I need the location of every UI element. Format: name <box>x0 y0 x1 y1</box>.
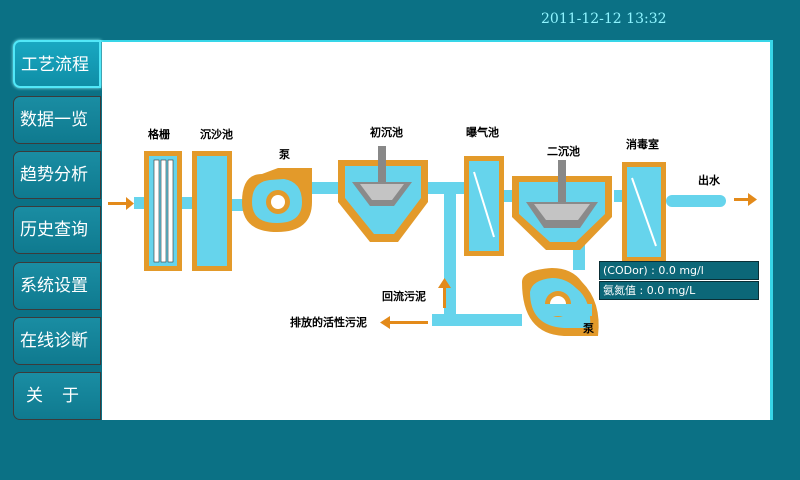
label-secondary-clarifier: 二沉池 <box>547 144 580 158</box>
label-grit-chamber: 沉沙池 <box>200 127 233 141</box>
ammonia-readout: 氨氮值 : 0.0 mg/L <box>599 281 759 300</box>
nav-trend-analysis[interactable]: 趋势分析 <box>13 151 101 199</box>
return-sludge-arrow <box>438 278 451 308</box>
label-return-sludge: 回流污泥 <box>382 289 426 303</box>
process-diagram: 格栅 沉沙池 泵 初沉池 曝气池 二沉池 消毒室 出水 回流污泥 排放的活性污泥… <box>108 125 757 336</box>
outlet-arrow <box>734 193 757 206</box>
sidebar-nav: 工艺流程 数据一览 趋势分析 历史查询 系统设置 在线诊断 关 于 <box>13 40 101 423</box>
label-aeration-tank: 曝气池 <box>466 125 499 139</box>
label-pump-1: 泵 <box>279 148 290 161</box>
pump-1 <box>242 168 312 232</box>
bar-screen <box>144 151 182 271</box>
pump-2 <box>522 268 599 336</box>
label-disinfection: 消毒室 <box>626 137 659 151</box>
primary-clarifier <box>338 146 428 242</box>
nav-about[interactable]: 关 于 <box>13 372 101 420</box>
label-outlet: 出水 <box>698 173 721 187</box>
disinfection-chamber <box>622 162 666 262</box>
aeration-tank <box>464 156 504 256</box>
nav-online-diagnosis[interactable]: 在线诊断 <box>13 317 101 365</box>
grit-chamber <box>192 151 232 271</box>
nav-data-overview[interactable]: 数据一览 <box>13 96 101 144</box>
nav-history-query[interactable]: 历史查询 <box>13 206 101 254</box>
header-divider <box>100 40 773 42</box>
label-discharged-sludge: 排放的活性污泥 <box>290 315 367 329</box>
datetime-display: 2011-12-12 13:32 <box>541 11 667 27</box>
label-pump-2: 泵 <box>583 322 594 335</box>
label-bar-screen: 格栅 <box>148 127 170 141</box>
cod-readout: (CODor) : 0.0 mg/l <box>599 261 759 280</box>
nav-system-settings[interactable]: 系统设置 <box>13 262 101 310</box>
label-primary-clarifier: 初沉池 <box>370 125 403 139</box>
secondary-clarifier <box>512 160 612 250</box>
inlet-arrow <box>108 197 134 210</box>
nav-process-flow[interactable]: 工艺流程 <box>13 40 101 88</box>
process-flow-canvas: 格栅 沉沙池 泵 初沉池 曝气池 二沉池 消毒室 出水 回流污泥 排放的活性污泥… <box>102 42 773 420</box>
discharge-sludge-arrow <box>380 316 428 329</box>
